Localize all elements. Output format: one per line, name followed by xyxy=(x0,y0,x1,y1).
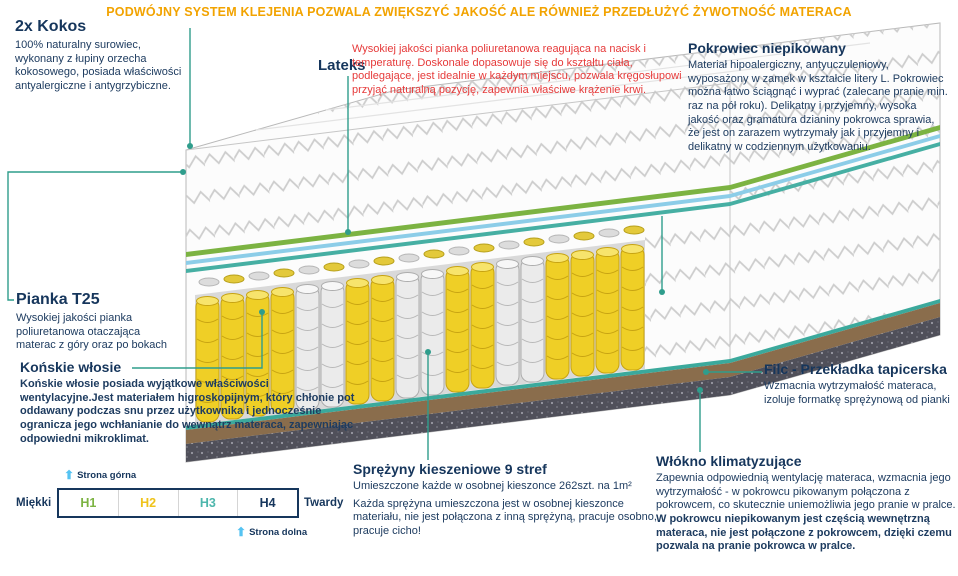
mattress-body xyxy=(185,22,941,463)
annotation-pianka-text: Wysokiej jakości pianka poliuretanowa ot… xyxy=(16,312,168,352)
bottom-side-label: ⬆ Strona dolna xyxy=(236,526,307,538)
hardness-level-h2: H2 xyxy=(119,490,179,516)
up-arrow-icon: ⬆ xyxy=(64,468,75,482)
annotation-wlokno-title: Włókno klimatyzujące xyxy=(656,453,802,469)
annotation-wlokno-text: Zapewnia odpowiednią wentylację materaca… xyxy=(656,472,956,554)
hard-label: Twardy xyxy=(304,497,344,509)
top-side-label-text: Strona górna xyxy=(77,469,137,481)
back-springs xyxy=(198,225,645,287)
annotation-sprezyny-title: Sprężyny kieszeniowe 9 stref xyxy=(353,461,547,477)
annotation-filc-text: Wzmacnia wytrzymałość materaca, izoluje … xyxy=(764,380,950,406)
hardness-level-h4: H4 xyxy=(259,496,276,510)
annotation-kokos: 2x Kokos 100% naturalny surowiec, wykona… xyxy=(15,18,187,94)
annotation-wlokno-text-normal: Zapewnia odpowiednią wentylację materaca… xyxy=(656,472,956,512)
annotation-sprezyny: Sprężyny kieszeniowe 9 stref Umieszczone… xyxy=(353,461,658,539)
connector-lines xyxy=(7,28,762,460)
connector-dots xyxy=(180,143,709,393)
annotation-konskie-title: Końskie włosie xyxy=(20,359,122,375)
annotation-kokos-title: 2x Kokos xyxy=(15,18,87,35)
annotation-wlokno: Włókno klimatyzujące Zapewnia odpowiedni… xyxy=(656,453,956,554)
annotation-filc-title: Filc - Przekładka tapicerska xyxy=(764,361,947,377)
top-side-label: ⬆ Strona górna xyxy=(64,469,136,481)
annotation-pianka: Pianka T25 Wysokiej jakości pianka poliu… xyxy=(16,291,176,353)
annotation-konskie: Końskie włosie Końskie włosie posiada wy… xyxy=(20,359,356,446)
annotation-sprezyny-text1: Umieszczone każde w osobnej kieszonce 26… xyxy=(353,480,632,492)
annotation-pokrowiec: Pokrowiec niepikowany Materiał hipoalerg… xyxy=(688,40,948,154)
soft-label: Miękki xyxy=(16,497,52,509)
hardness-level-h3: H3 xyxy=(179,490,239,516)
up-arrow-icon: ⬆ xyxy=(236,525,247,539)
annotation-konskie-text: Końskie włosie posiada wyjątkowe właściw… xyxy=(20,378,355,445)
bottom-side-label-text: Strona dolna xyxy=(249,526,308,538)
annotation-wlokno-text-bold: W pokrowcu niepikowanym jest częścią wew… xyxy=(656,512,952,553)
annotation-lateks-text: Wysokiej jakości pianka poliuretanowa re… xyxy=(352,43,682,96)
annotation-pokrowiec-title: Pokrowiec niepikowany xyxy=(688,40,846,56)
annotation-pianka-title: Pianka T25 xyxy=(16,291,100,308)
hardness-scale: H1 H2 H3 H4 xyxy=(57,488,299,518)
hardness-level-h1: H1 xyxy=(59,490,119,516)
annotation-filc: Filc - Przekładka tapicerska Wzmacnia wy… xyxy=(764,361,954,407)
annotation-lateks-title: Lateks xyxy=(318,57,366,74)
annotation-pokrowiec-text: Materiał hipoalergiczny, antyuczuleniowy… xyxy=(688,59,948,153)
annotation-kokos-text: 100% naturalny surowiec, wykonany z łupi… xyxy=(15,39,182,92)
annotation-sprezyny-text2: Każda sprężyna umieszczona jest w osobne… xyxy=(353,497,657,537)
header-banner: PODWÓJNY SYSTEM KLEJENIA POZWALA ZWIĘKSZ… xyxy=(106,5,852,19)
